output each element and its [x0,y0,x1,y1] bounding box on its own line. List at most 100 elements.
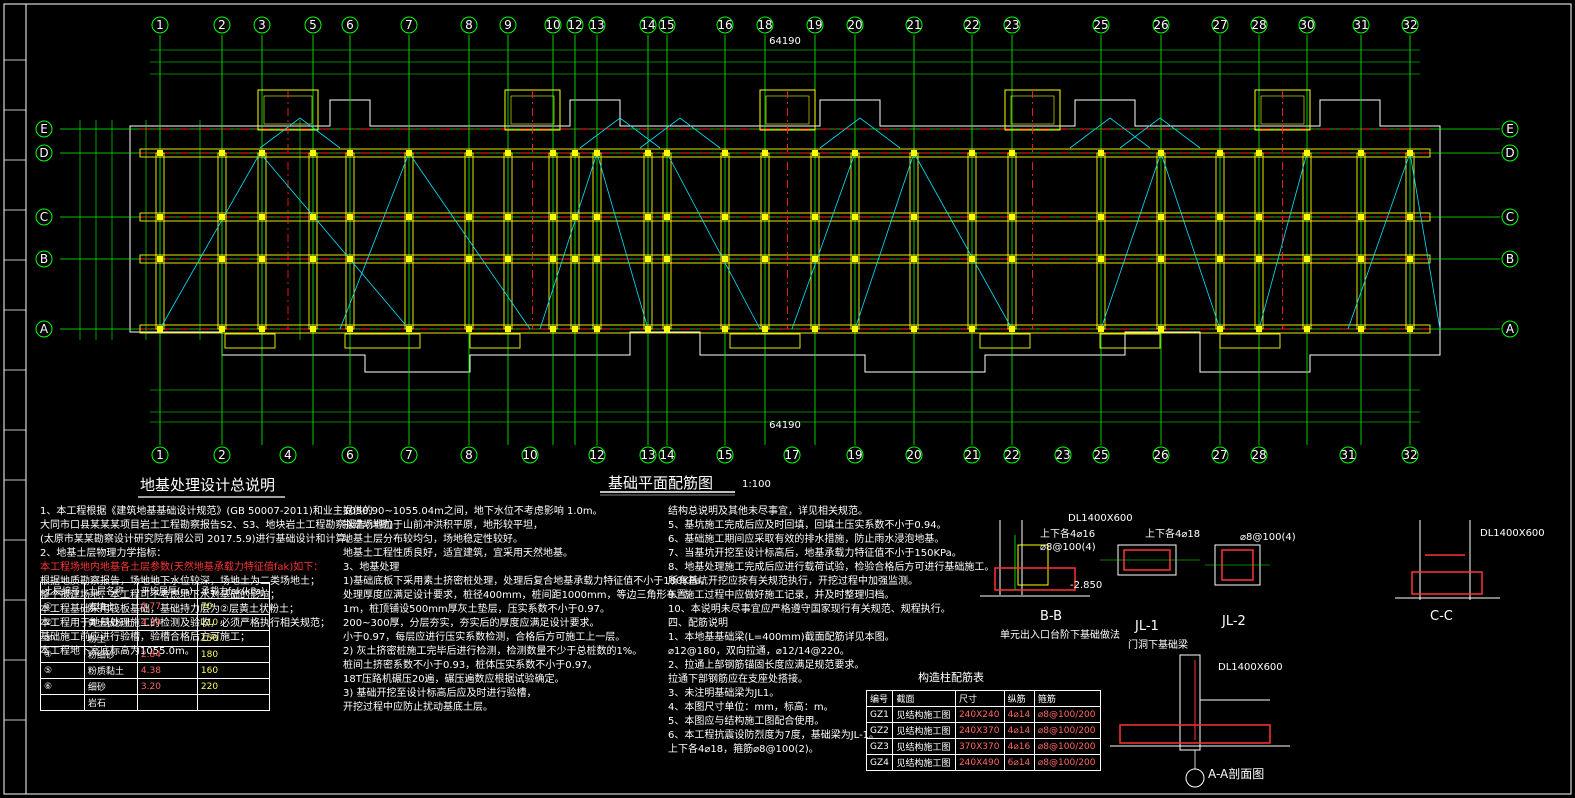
axis-bubble-label: 2 [218,448,226,462]
door-beam [979,333,1031,349]
axis-bubble-label: 17 [784,448,799,462]
axis-bubble [279,446,297,464]
axis-bubble-label: 15 [659,18,674,32]
table-cell: 150 [196,630,271,647]
note-line: 小于0.97，每层应进行压实系数检测，合格后方可施工上一层。 [343,632,626,643]
axis-bubble [1092,16,1110,34]
axis-bubble-label: 27 [1212,18,1227,32]
notes-title: 地基处理设计总说明 [140,476,276,494]
column-marker [969,150,975,156]
column-marker [1407,214,1413,220]
beam-horizontal [139,254,1431,264]
door-beam [469,333,521,349]
door-beam [1219,333,1281,349]
axis-bubble [846,16,864,34]
note-line: 3) 基础开挖至设计标高后应及时进行验槽， [343,688,537,699]
axis-bubble-label: A [40,322,49,336]
column-marker [969,256,975,262]
column-marker [762,256,768,262]
note-line: 拉通下部钢筋应在支座处搭接。 [668,674,808,685]
column-marker [505,326,511,332]
axis-bubble-label: 5 [309,18,317,32]
column-marker [1098,150,1104,156]
axis-bubble [35,120,53,138]
diagonal-line [408,152,531,330]
table-cell [136,630,198,647]
axis-bubble-label: 21 [906,18,921,32]
column-marker [1256,256,1262,262]
outline-path [129,99,1441,373]
note-line: 5、本图应与结构施工图配合使用。 [668,716,825,727]
table-cell [40,694,85,711]
axis-bubble-label: A [1506,322,1515,336]
column-marker [310,326,316,332]
note-line: 大同市口县某某某项目岩土工程勘察报告S2、S3、地块岩土工程勘察报告(详勘) [40,520,394,531]
note-line: 四、配筋说明 [668,618,728,629]
column-marker [1358,214,1364,220]
axis-bubble [963,446,981,464]
column-marker [1009,214,1015,220]
column-marker [1098,214,1104,220]
roof-diagonal [579,117,661,149]
axis-bubble-label: 12 [567,18,582,32]
door-beam [224,333,276,349]
bar-label-3: 上下各4⌀18 [1145,527,1200,540]
axis-bubble-label: 18 [757,18,772,32]
note-line: 地基土层分布较均匀，场地稳定性较好。 [343,534,523,545]
axis-bubble-label: 6 [346,18,354,32]
axis-bubble-label: 3 [258,18,266,32]
column-marker [645,150,651,156]
roof-diagonal [819,117,901,149]
table-cell: ⌀8@100/200 [1033,722,1102,739]
table-cell: ⑤ [40,662,85,679]
table-cell: ① [40,598,85,615]
column-marker [664,214,670,220]
drawing-scale: 1:100 [742,479,771,490]
column-marker [406,214,412,220]
dl-label-top: DL1400X600 [1068,513,1133,524]
table-cell: 160 [196,662,271,679]
column-marker [572,256,578,262]
axis-bubble [806,16,824,34]
column-marker [259,214,265,220]
axis-bubble-label: C [1506,210,1514,224]
table-cell: 6⌀14 [1003,754,1035,771]
axis-bubble-label: 1 [156,448,164,462]
door-beam [1099,333,1161,349]
diagonal-line [854,152,915,330]
table-header-cell: 箍筋 [1033,690,1102,707]
note-line: 开挖过程中应防止扰动基底土层。 [343,702,493,713]
axis-bubble-label: 13 [589,18,604,32]
axis-bubble-label: B [1506,252,1514,266]
axis-bubble-label: E [40,122,48,136]
table-cell: 0.77 [136,598,198,615]
column-marker [1304,150,1310,156]
beam-horizontal [139,148,1431,158]
axis-bubble [1250,16,1268,34]
column-marker [969,214,975,220]
roof-diagonal [639,117,721,149]
column-marker [1304,326,1310,332]
axis-bubble-label: 10 [522,448,537,462]
note-line: 桩间土挤密系数不小于0.93，桩体压实系数不小于0.97。 [343,660,598,671]
column-marker [157,256,163,262]
dl-label-aa: DL1400X600 [1218,662,1283,673]
axis-bubble [1298,16,1316,34]
axis-bubble [1211,446,1229,464]
column-marker [812,256,818,262]
axis-bubble-label: 6 [346,448,354,462]
column-marker [466,256,472,262]
column-marker [259,150,265,156]
table-header-cell: 截面 [892,690,956,707]
axis-bubble-label: 22 [964,18,979,32]
column-marker [911,214,917,220]
column-marker [1009,256,1015,262]
axis-bubble [566,16,584,34]
detail-aa [1110,654,1290,788]
axis-bubble-label: 13 [640,448,655,462]
column-marker [852,150,858,156]
note-line: 2、拉通上部钢筋锚固长度应满足规范要求。 [668,660,865,671]
